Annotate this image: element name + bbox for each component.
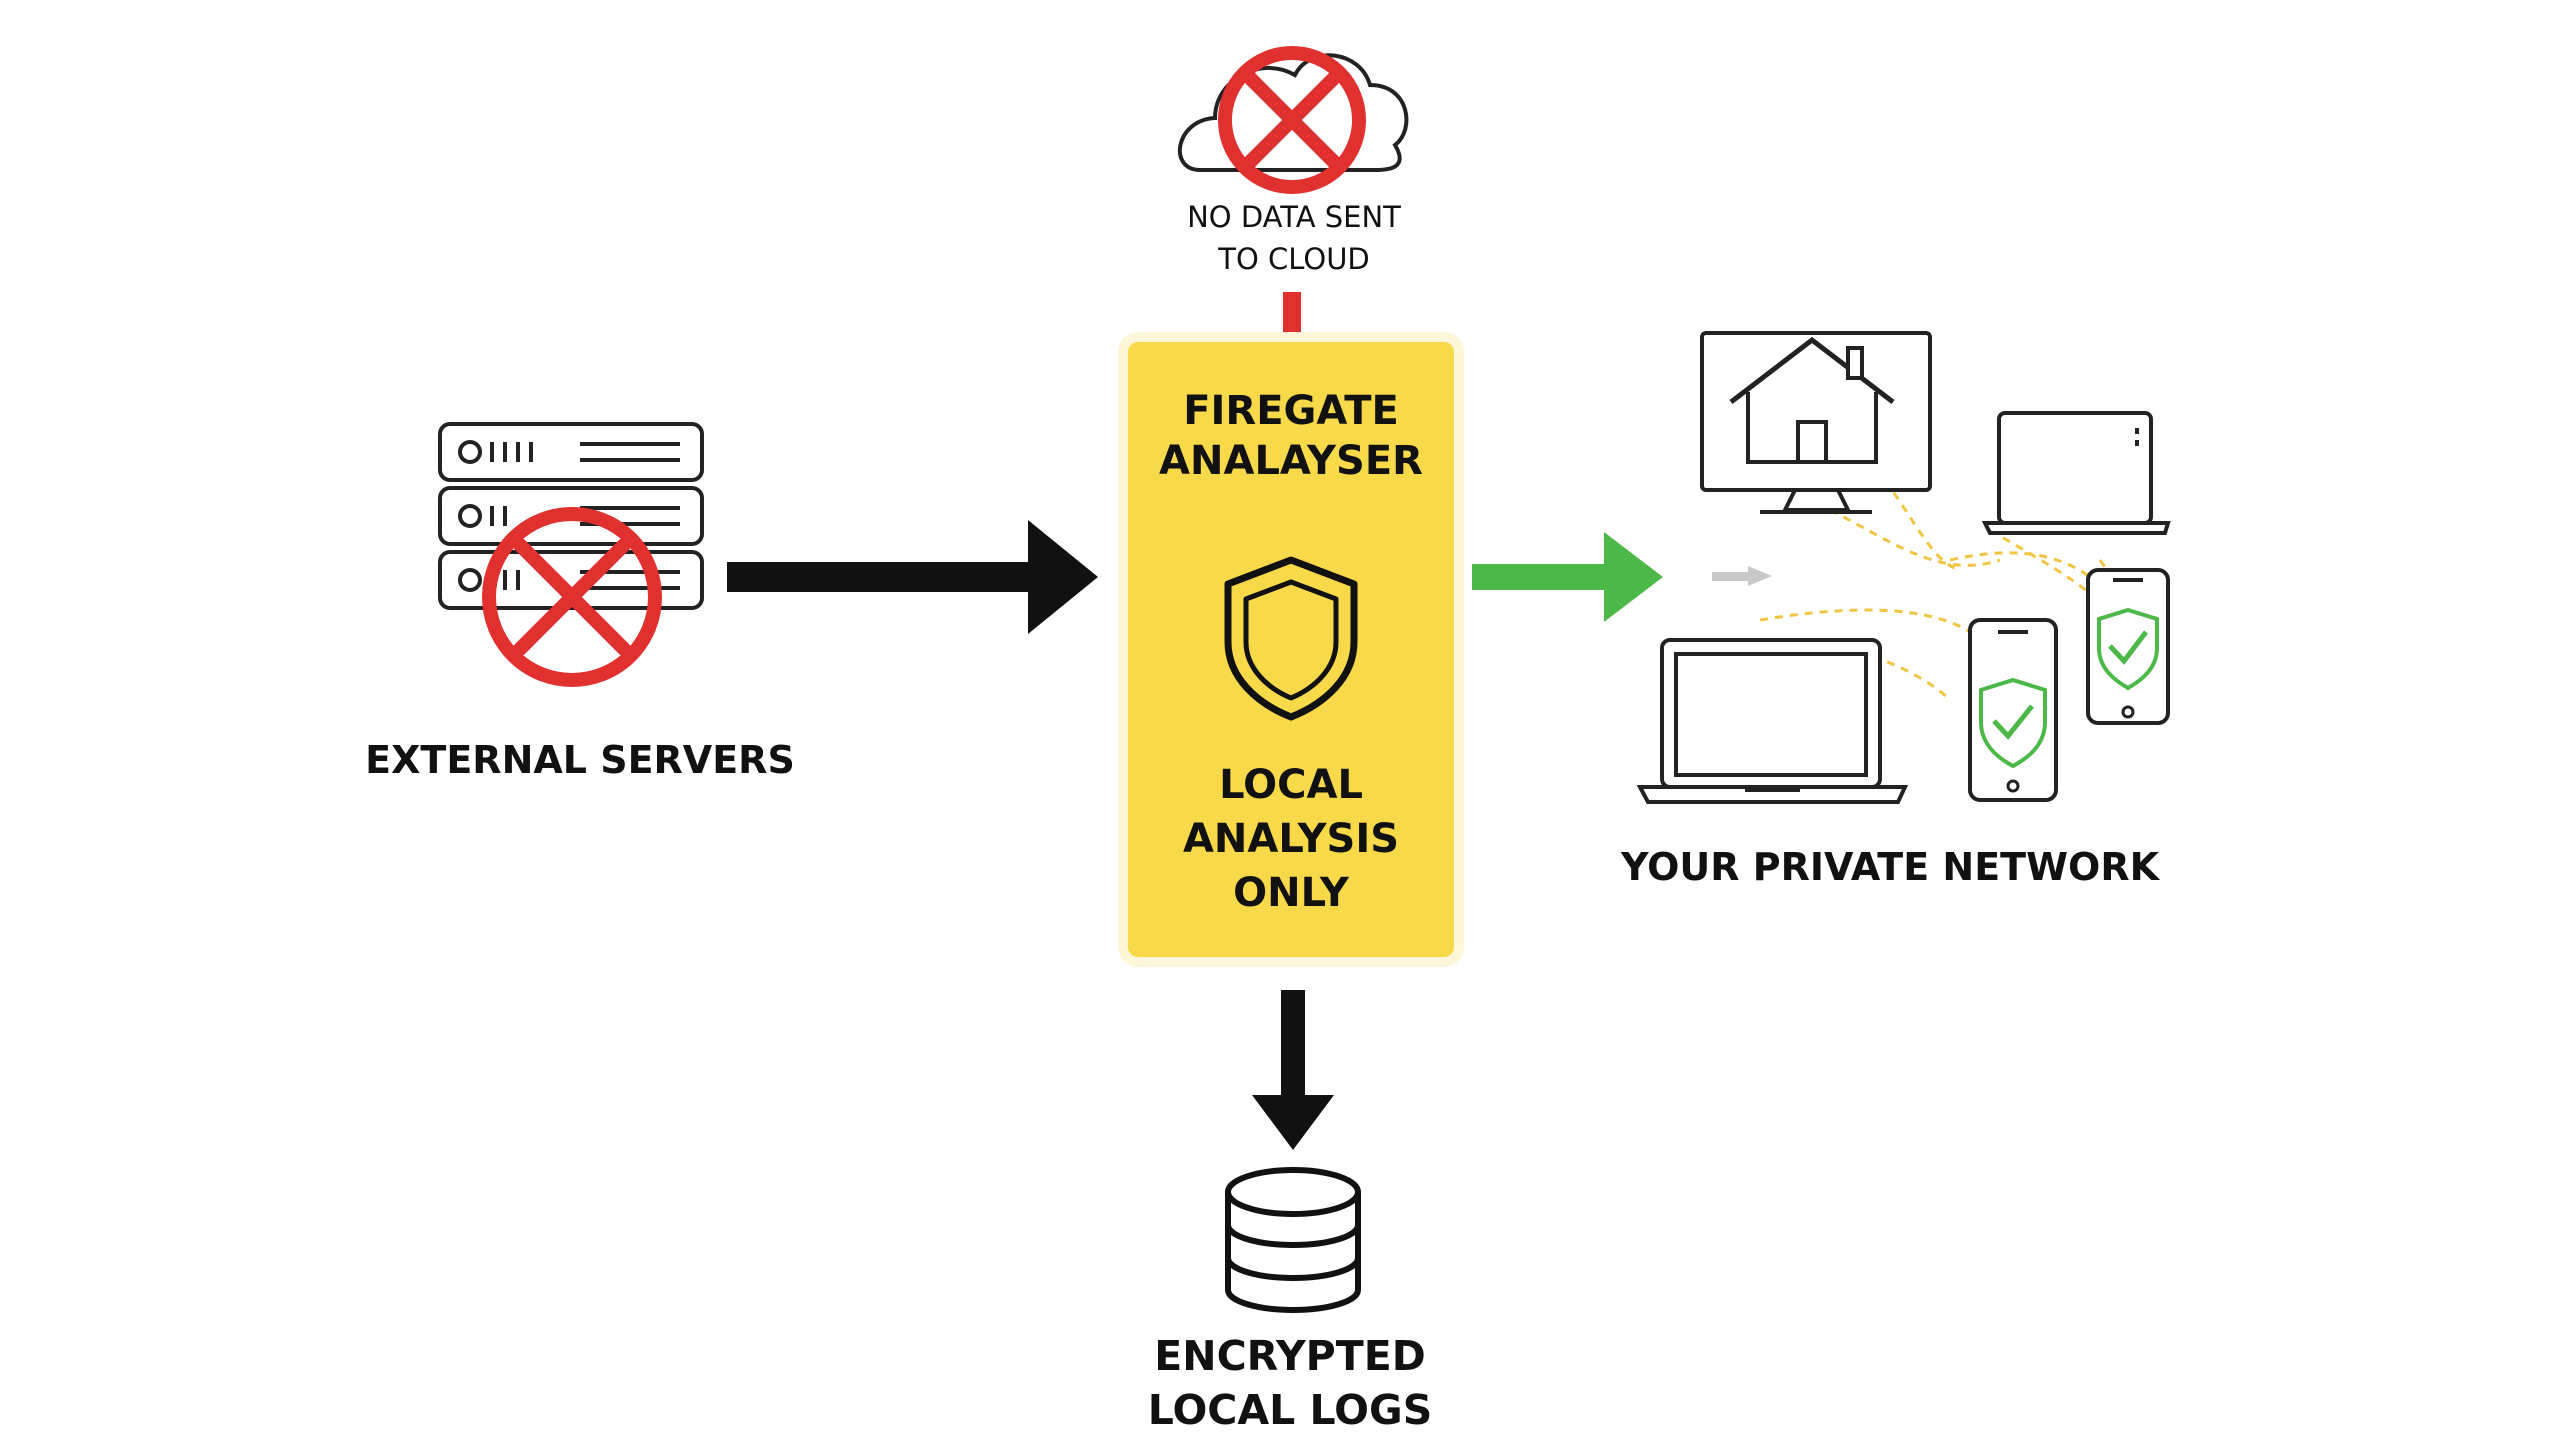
database-icon (1225, 1167, 1361, 1313)
analyser-mode-line2: ANALYSIS (1182, 816, 1400, 862)
cloud-blocked-icon (1218, 46, 1366, 194)
firegate-analyser-box: FIREGATE ANALAYSER LOCAL ANALYSIS ONLY (1128, 342, 1454, 957)
external-servers-label: EXTERNAL SERVERS (365, 738, 795, 782)
cloud-caption-line2: TO CLOUD (1218, 242, 1370, 276)
outbound-arrow (1472, 532, 1772, 622)
desktop-home-icon (1700, 331, 1932, 514)
analyser-mode-line3: ONLY (1233, 870, 1349, 916)
logs-arrow (1252, 990, 1334, 1150)
logs-label-line2: LOCAL LOGS (1147, 1386, 1433, 1434)
laptop-icon (1981, 411, 2171, 535)
phone-shield-icon (2086, 568, 2170, 725)
server-blocked-icon (482, 507, 662, 687)
phone-shield-icon (1968, 618, 2058, 802)
server-rack-icon (438, 422, 704, 610)
analyser-title-line1: FIREGATE (1183, 388, 1399, 434)
private-network-label: YOUR PRIVATE NETWORK (1620, 845, 2160, 889)
shield-icon (1224, 556, 1358, 721)
analyser-title-line2: ANALAYSER (1159, 438, 1423, 484)
inbound-arrow (727, 520, 1098, 634)
cloud-connector (1283, 292, 1301, 332)
laptop-icon (1636, 638, 1909, 804)
logs-label-line1: ENCRYPTED (1154, 1332, 1426, 1380)
analyser-mode-line1: LOCAL (1219, 762, 1363, 808)
cloud-caption-line1: NO DATA SENT (1187, 200, 1401, 234)
